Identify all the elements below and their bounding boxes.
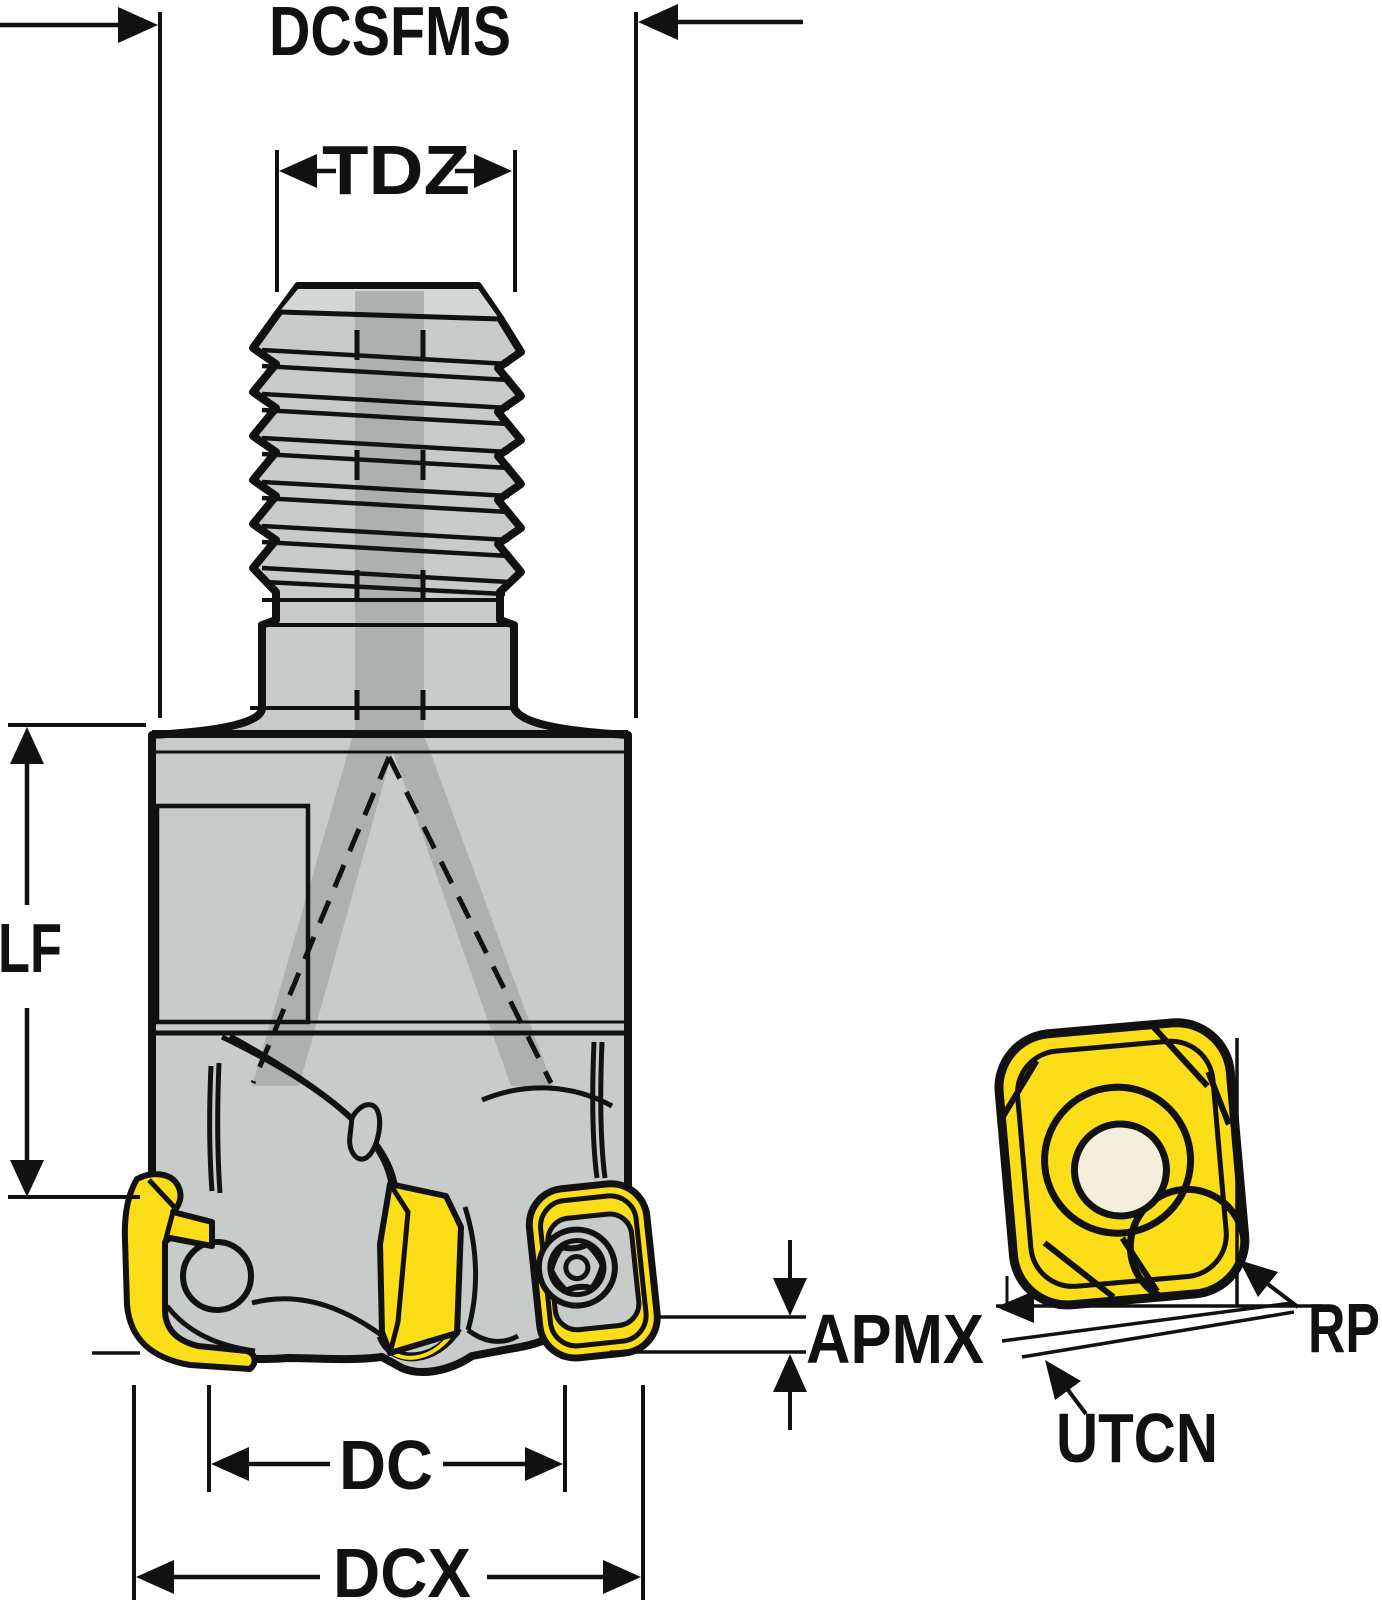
dim-lf: LF: [0, 723, 146, 1199]
arrowhead-icon: [1045, 1360, 1081, 1400]
torx-screw-icon: [535, 1226, 618, 1309]
label-utcn: UTCN: [1056, 1399, 1218, 1477]
arrowhead-icon: [996, 1291, 1034, 1323]
arrowhead-icon: [10, 1160, 44, 1197]
insert-screw-hole: [1070, 1120, 1170, 1220]
arrowhead-icon: [525, 1447, 563, 1481]
arrowhead-icon: [638, 4, 678, 40]
insert-right: [525, 1180, 661, 1362]
arrowhead-icon: [279, 154, 317, 188]
dim-rp-utcn: RP UTCN: [996, 1038, 1380, 1477]
body-lines: [152, 730, 628, 1036]
arrowhead-icon: [136, 1560, 174, 1594]
insert-middle: [376, 1181, 464, 1362]
dim-dcsfms: DCSFMS: [0, 0, 803, 718]
label-rp: RP: [1308, 1289, 1380, 1367]
label-tdz: TDZ: [322, 131, 470, 209]
cutter-tool: [121, 282, 661, 1376]
coolant-shade-stripe: [355, 291, 424, 735]
thread-flank-lines: [261, 309, 510, 597]
arrowhead-icon: [773, 1278, 807, 1316]
insert-left: [121, 1171, 258, 1372]
insert-boss-circle: [1041, 1083, 1195, 1237]
dim-dcx: DCX: [132, 1385, 645, 1600]
insert-details: [1000, 1020, 1248, 1310]
label-apmx: APMX: [806, 1300, 984, 1378]
dim-dc: DC: [207, 1385, 567, 1504]
arrowhead-icon: [1239, 1260, 1278, 1297]
dim-tdz: TDZ: [275, 131, 517, 292]
arrowhead-icon: [118, 7, 158, 43]
label-dcx: DCX: [333, 1534, 471, 1600]
flute-pocket-lines: [165, 1033, 614, 1354]
dim-apmx: APMX: [92, 1240, 984, 1430]
arrowhead-icon: [603, 1560, 641, 1594]
arrowhead-icon: [474, 154, 512, 188]
neck-lines: [250, 598, 517, 710]
separate-insert: [994, 1018, 1250, 1310]
label-dc: DC: [339, 1426, 433, 1504]
label-lf: LF: [0, 909, 62, 987]
arrowhead-icon: [10, 727, 44, 764]
label-dcsfms: DCSFMS: [269, 0, 511, 70]
coolant-shade-right: [387, 735, 553, 1086]
clamp-screw-head: [180, 1239, 254, 1313]
arrowhead-icon: [773, 1354, 807, 1392]
arrowhead-icon: [211, 1447, 249, 1481]
coolant-dashed-lines: [250, 330, 554, 1085]
